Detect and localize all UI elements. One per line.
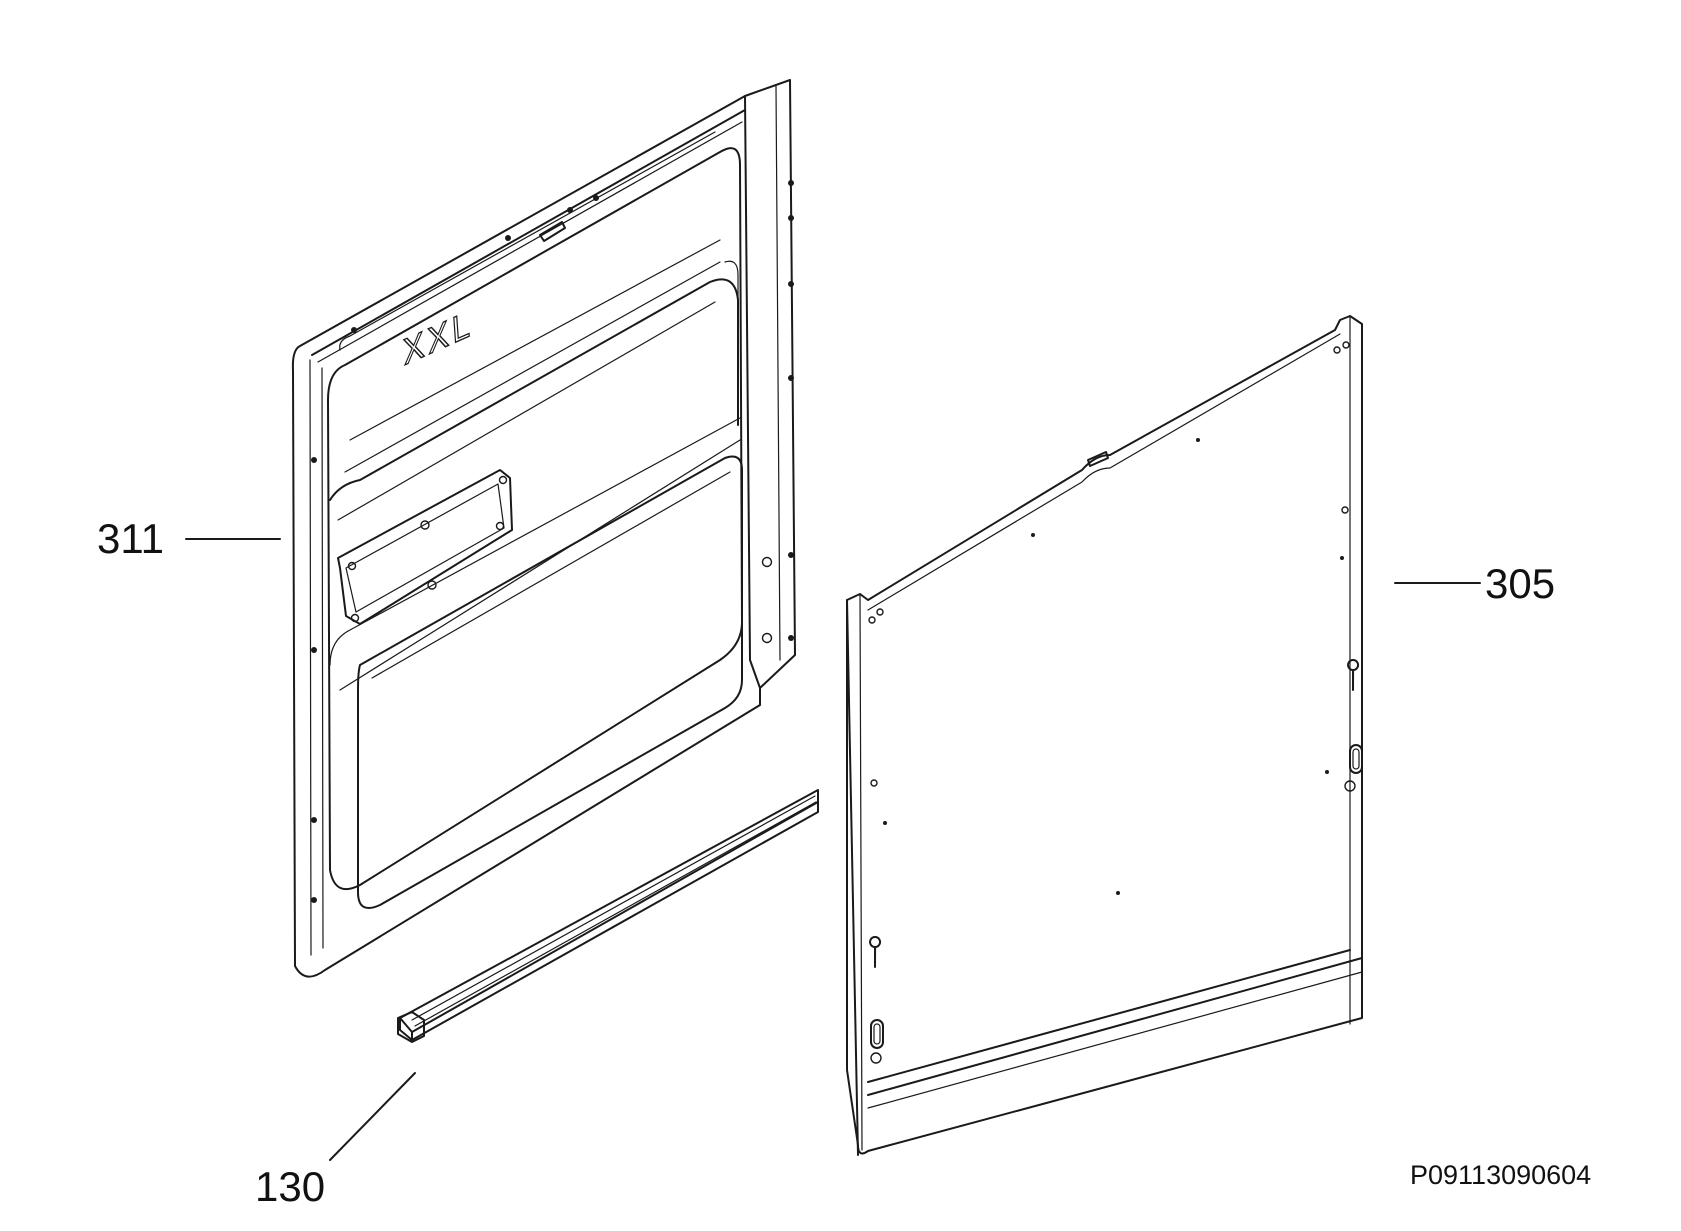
part-311-inner-door: XXL (291, 79, 796, 978)
part-130-trim-strip (397, 789, 819, 1043)
leader-line-130 (329, 1072, 416, 1161)
document-id: P09113090604 (1410, 1160, 1592, 1190)
part-305-outer-door (846, 315, 1363, 1156)
callout-130: 130 (255, 1163, 326, 1210)
callout-311: 311 (97, 515, 164, 562)
callout-305: 305 (1485, 560, 1556, 607)
